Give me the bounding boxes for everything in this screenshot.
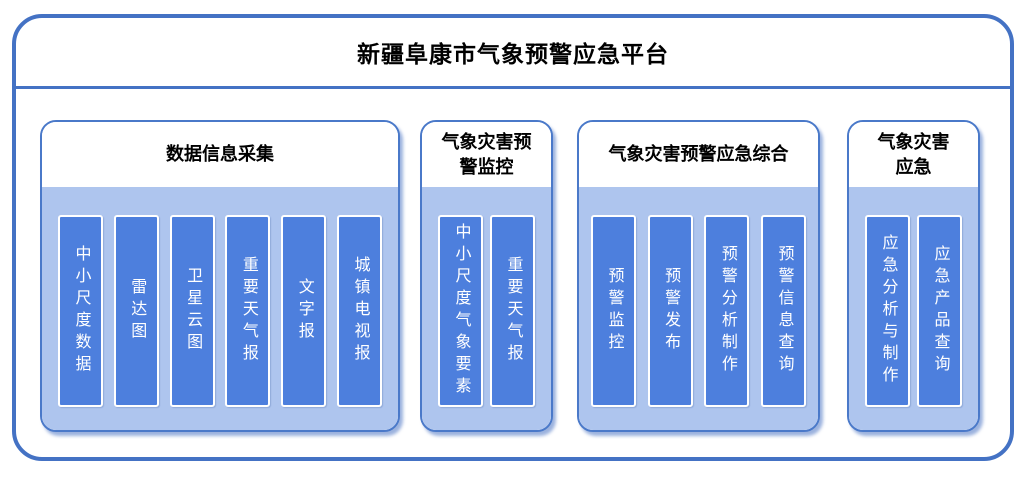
panel-title: 气象灾害应急 (877, 132, 950, 177)
module-bar: 预警发布 (647, 215, 693, 407)
panel-warning-monitoring: 气象灾害预警监控 中小尺度气象要素 重要天气报 (420, 120, 553, 432)
module-bar: 预警分析制作 (704, 215, 750, 407)
panel-header: 数据信息采集 (42, 122, 398, 187)
panel-title: 气象灾害预警监控 (441, 132, 532, 177)
module-bar: 中小尺度数据 (58, 215, 103, 407)
panel-header: 气象灾害预警应急综合 (579, 122, 818, 187)
panel-header: 气象灾害预警监控 (422, 122, 551, 187)
page-title: 新疆阜康市气象预警应急平台 (357, 41, 669, 67)
panel-body: 中小尺度气象要素 重要天气报 (422, 187, 551, 430)
panel-warning-emergency-comprehensive: 气象灾害预警应急综合 预警监控 预警发布 预警分析制作 预警信息查询 (577, 120, 820, 432)
title-band: 新疆阜康市气象预警应急平台 (16, 18, 1010, 89)
module-bar: 应急产品查询 (917, 215, 962, 407)
module-bar: 城镇电视报 (336, 215, 382, 407)
panel-data-collection: 数据信息采集 中小尺度数据 雷达图 卫星云图 重要天气报 文字报 城镇电视报 (40, 120, 400, 432)
panel-title: 气象灾害预警应急综合 (608, 144, 789, 165)
panel-title: 数据信息采集 (166, 144, 274, 165)
module-bar: 雷达图 (113, 215, 159, 407)
module-bar: 预警信息查询 (760, 215, 806, 407)
panel-disaster-emergency: 气象灾害应急 应急分析与制作 应急产品查询 (847, 120, 980, 432)
module-bar: 应急分析与制作 (865, 215, 910, 407)
panel-header: 气象灾害应急 (849, 122, 978, 187)
module-bar: 预警监控 (591, 215, 636, 407)
module-bar: 卫星云图 (169, 215, 215, 407)
module-bar: 重要天气报 (225, 215, 271, 407)
module-bar: 中小尺度气象要素 (438, 215, 483, 407)
module-bar: 文字报 (281, 215, 327, 407)
module-bar: 重要天气报 (490, 215, 535, 407)
panel-body: 中小尺度数据 雷达图 卫星云图 重要天气报 文字报 城镇电视报 (42, 187, 398, 430)
panel-body: 预警监控 预警发布 预警分析制作 预警信息查询 (579, 187, 818, 430)
panel-body: 应急分析与制作 应急产品查询 (849, 187, 978, 430)
